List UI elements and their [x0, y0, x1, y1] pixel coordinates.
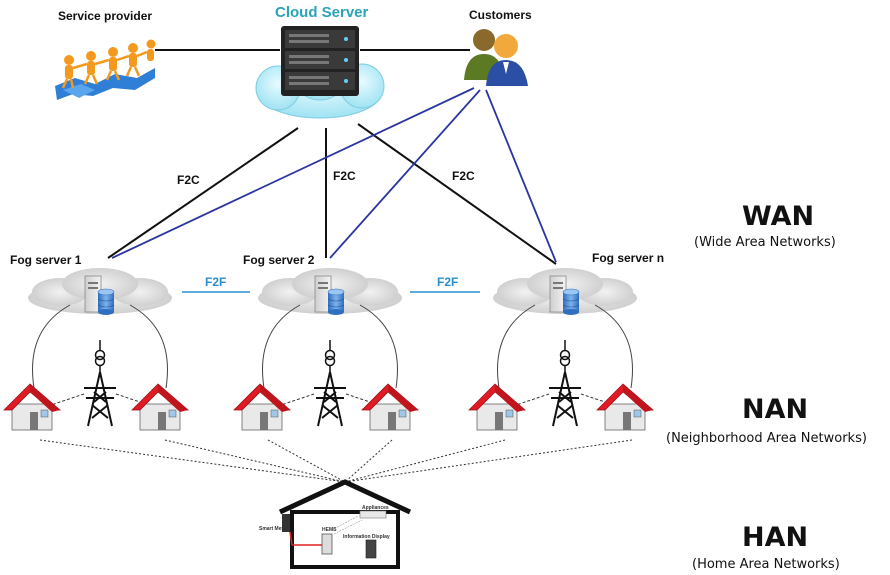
han-title: HAN: [742, 522, 808, 553]
power-tower-1-icon: [84, 371, 116, 427]
fog-cloud-1: [28, 268, 172, 314]
database-1-icon: [97, 288, 115, 315]
database-n-icon: [562, 288, 580, 315]
house-1-1-icon: [3, 383, 62, 431]
f2f-label-right: F2F: [437, 275, 458, 289]
house-2-2-icon: [361, 383, 420, 431]
hems-device-icon: [321, 533, 333, 555]
f2c-line-1: [107, 127, 299, 259]
smart-meter-icon: [282, 514, 290, 532]
fog-server-2-label: Fog server 2: [243, 253, 315, 267]
connections: [39, 49, 633, 483]
nan-subtitle: (Neighborhood Area Networks): [666, 431, 867, 446]
fog-server-1-label: Fog server 1: [10, 253, 82, 267]
power-tower-n-icon: [549, 371, 581, 427]
fog-arc-right-1: [129, 304, 168, 389]
information-display-label: Information Display: [343, 534, 390, 540]
wan-title: WAN: [742, 201, 814, 232]
transformer-1-icon: [94, 340, 106, 372]
smart-meter-label: Smart Meter: [259, 526, 288, 532]
database-2-icon: [327, 288, 345, 315]
service-provider-icon: [55, 39, 156, 100]
home-walls: [290, 510, 400, 569]
transformer-2-icon: [324, 340, 336, 372]
customer-fog2-link: [329, 89, 481, 259]
information-display-icon: [365, 539, 377, 559]
home-roof: [278, 479, 412, 515]
fog-arc-right-2: [359, 304, 398, 389]
fog-server-2-icon: [314, 275, 332, 313]
fog-cluster-2: [233, 268, 420, 431]
customer-fogn-link: [485, 89, 557, 263]
f2c-label-left: F2C: [177, 173, 200, 187]
home-area-network: Smart Meter HEMS Appliances Information …: [259, 479, 412, 569]
fog-arc-left-2: [262, 304, 301, 389]
fog-cluster-n: [468, 268, 655, 431]
appliances-icon: [359, 510, 387, 519]
server-rack-icon: [281, 26, 359, 96]
han-subtitle: (Home Area Networks): [692, 557, 840, 572]
house-2-1-icon: [233, 383, 292, 431]
power-tower-2-icon: [314, 371, 346, 427]
service-provider-label: Service provider: [58, 9, 152, 23]
house-n-2-icon: [596, 383, 655, 431]
f2f-label-left: F2F: [205, 275, 226, 289]
fog-cluster-1: [3, 268, 190, 431]
customers-icon: [464, 29, 528, 86]
fog-arc-right-n: [594, 304, 633, 389]
customer-fog1-link: [111, 87, 475, 259]
f2c-line-3: [357, 123, 557, 265]
cloud-server-icon: [255, 26, 385, 119]
fog-server-n-label: Fog server n: [592, 251, 664, 265]
fog-arc-left-1: [32, 304, 71, 389]
house-n-1-icon: [468, 383, 527, 431]
transformer-n-icon: [559, 340, 571, 372]
fog-arc-left-n: [497, 304, 536, 389]
f2c-label-right: F2C: [452, 169, 475, 183]
nan-title: NAN: [742, 394, 808, 425]
cloud-server-label: Cloud Server: [275, 4, 369, 21]
appliances-label: Appliances: [362, 505, 389, 511]
hems-label: HEMS: [322, 527, 337, 533]
customers-label: Customers: [469, 8, 532, 22]
fog-server-1-icon: [84, 275, 102, 313]
house-1-2-icon: [131, 383, 190, 431]
f2c-label-mid: F2C: [333, 169, 356, 183]
house-han-links: [39, 439, 633, 483]
wan-subtitle: (Wide Area Networks): [694, 235, 836, 250]
